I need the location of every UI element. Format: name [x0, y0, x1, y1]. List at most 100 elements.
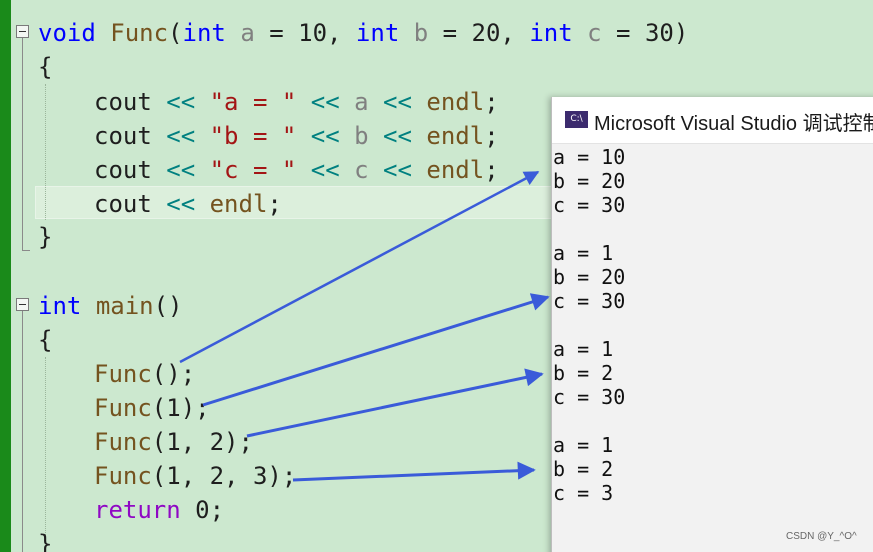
brace-close: }	[38, 223, 53, 251]
console-title: Microsoft Visual Studio 调试控制台	[594, 113, 873, 135]
call-args: (1, 2);	[151, 428, 253, 456]
stream-operator: <<	[166, 122, 196, 150]
paren: (	[168, 19, 183, 47]
func-outline-line	[22, 38, 23, 250]
call-line-1: Func();	[94, 357, 195, 391]
output-line: a = 1	[553, 337, 614, 361]
keyword: void	[38, 19, 96, 47]
stream-operator: <<	[310, 88, 340, 116]
keyword: int	[182, 19, 226, 47]
console-title-bar[interactable]: C:\ Microsoft Visual Studio 调试控制台	[552, 97, 873, 144]
arrow-call-1	[179, 170, 540, 364]
endl-token: endl	[426, 122, 485, 150]
current-line-highlight	[35, 186, 555, 219]
variable: a	[354, 88, 369, 116]
indent-guide	[45, 84, 46, 220]
collapse-main-icon[interactable]	[16, 298, 29, 311]
semicolon: ;	[484, 122, 499, 150]
cout-token: cout	[94, 156, 152, 184]
call-args: (1, 2, 3);	[151, 462, 297, 490]
default-value: = 30)	[601, 19, 689, 47]
function-name: Func	[110, 19, 169, 47]
cout-token: cout	[94, 88, 152, 116]
cout-token: cout	[94, 122, 152, 150]
parameter: c	[587, 19, 602, 47]
brace-open: {	[38, 53, 53, 81]
keyword: int	[38, 292, 82, 320]
function-name: Func	[94, 360, 152, 388]
output-line: b = 2	[553, 457, 614, 481]
output-line: c = 30	[553, 385, 626, 409]
output-line: a = 10	[553, 145, 626, 169]
arrow-call-4	[292, 461, 536, 482]
output-line: b = 2	[553, 361, 614, 385]
variable: b	[354, 122, 369, 150]
endl-token: endl	[209, 190, 268, 218]
stream-operator: <<	[383, 88, 412, 116]
func-outline-end	[22, 250, 30, 251]
stream-operator: <<	[383, 122, 412, 150]
cout-line-a: cout << "a = " << a << endl;	[94, 85, 499, 119]
watermark: CSDN @Y_^O^	[786, 531, 857, 542]
default-value: = 20,	[428, 19, 530, 47]
default-value: = 10,	[254, 19, 356, 47]
stream-operator: <<	[166, 156, 196, 184]
cout-line-b: cout << "b = " << b << endl;	[94, 119, 499, 153]
stream-operator: <<	[310, 156, 340, 184]
stream-operator: <<	[166, 88, 196, 116]
stream-operator: <<	[166, 190, 196, 218]
call-args: (1);	[151, 394, 210, 422]
keyword: return	[94, 496, 181, 524]
editor-gutter	[0, 0, 11, 552]
return-value: 0;	[180, 496, 225, 524]
indent-guide	[45, 357, 46, 537]
function-name: Func	[94, 394, 152, 422]
endl-token: endl	[426, 88, 485, 116]
output-line: c = 30	[553, 193, 626, 217]
call-line-2: Func(1);	[94, 391, 210, 425]
semicolon: ;	[484, 156, 499, 184]
stream-operator: <<	[310, 122, 340, 150]
parameter: b	[413, 19, 429, 47]
return-line: return 0;	[94, 493, 224, 527]
collapse-func-icon[interactable]	[16, 25, 29, 38]
cout-token: cout	[94, 190, 152, 218]
endl-token: endl	[426, 156, 485, 184]
cout-endl-line: cout << endl;	[94, 187, 282, 221]
main-signature: int main()	[38, 289, 183, 323]
stream-operator: <<	[383, 156, 412, 184]
string-literal: "a = "	[209, 88, 297, 116]
cout-line-c: cout << "c = " << c << endl;	[94, 153, 499, 187]
output-line: a = 1	[553, 241, 614, 265]
func-signature: void Func(int a = 10, int b = 20, int c …	[38, 16, 688, 50]
call-args: ();	[151, 360, 196, 388]
debug-console-window[interactable]: C:\ Microsoft Visual Studio 调试控制台 a = 10…	[551, 97, 873, 552]
paren: ()	[153, 292, 183, 320]
string-literal: "b = "	[209, 122, 297, 150]
output-line: c = 3	[553, 481, 614, 505]
output-line: c = 30	[553, 289, 626, 313]
keyword: int	[355, 19, 400, 47]
console-app-icon: C:\	[565, 111, 588, 128]
semicolon: ;	[267, 190, 282, 218]
output-line: b = 20	[553, 169, 626, 193]
semicolon: ;	[484, 88, 499, 116]
arrow-call-2	[202, 293, 550, 407]
function-name: Func	[94, 462, 152, 490]
brace-close: }	[38, 530, 53, 552]
variable: c	[354, 156, 369, 184]
output-line: b = 20	[553, 265, 626, 289]
arrow-call-3	[246, 368, 544, 438]
call-line-3: Func(1, 2);	[94, 425, 253, 459]
parameter: a	[240, 19, 255, 47]
call-line-4: Func(1, 2, 3);	[94, 459, 296, 493]
keyword: int	[529, 19, 573, 47]
main-outline-line	[22, 311, 23, 552]
brace-open: {	[38, 326, 53, 354]
string-literal: "c = "	[209, 156, 297, 184]
output-line: a = 1	[553, 433, 614, 457]
function-name: Func	[94, 428, 152, 456]
function-name: main	[95, 292, 154, 320]
